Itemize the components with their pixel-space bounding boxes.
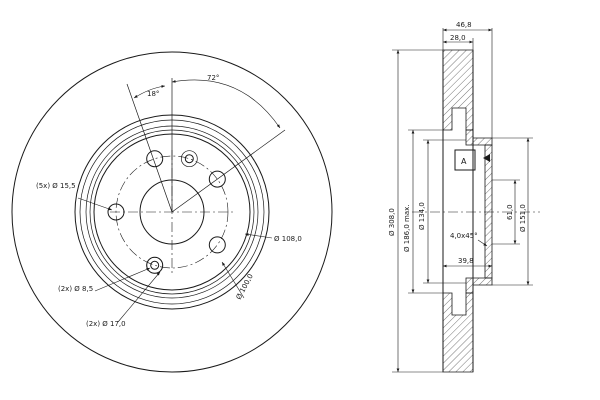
upper-hat-wall-section bbox=[465, 129, 493, 146]
pin-holes-large-label: (2x) Ø 17,0 bbox=[86, 320, 126, 328]
hat-face-section bbox=[484, 144, 493, 279]
pin-hole-counterbore bbox=[146, 256, 164, 274]
angle-ref-line-left bbox=[126, 83, 173, 213]
bolt-holes-label: (5x) Ø 15,5 bbox=[36, 182, 76, 190]
pin-hole bbox=[184, 154, 194, 164]
section-outline bbox=[442, 50, 474, 372]
datum-box bbox=[454, 149, 476, 171]
bolt-hole bbox=[146, 150, 164, 168]
friction-inner-label: Ø 186,0 max. bbox=[403, 205, 411, 252]
angle-small-label: 18° bbox=[147, 90, 159, 98]
datum-label: A bbox=[461, 157, 467, 166]
pcd-leader bbox=[221, 261, 245, 299]
hub-diameter-leader bbox=[244, 233, 273, 239]
bore-depth-label: 61,0 bbox=[506, 204, 514, 220]
front-view: 18° 72° (5x) Ø 15,5 (2x) Ø 8,5 (2x) Ø 17… bbox=[11, 51, 333, 373]
pin-hole-large-leader bbox=[117, 271, 161, 323]
pin-hole bbox=[150, 260, 160, 270]
pin-holes bbox=[146, 150, 198, 274]
disc-thickness-label: 28,0 bbox=[450, 34, 466, 42]
outer-diameter-label: Ø 308,0 bbox=[388, 208, 396, 236]
bolt-hole-leader bbox=[77, 197, 113, 211]
disc-outer-edge bbox=[11, 51, 333, 373]
pin-holes-label: (2x) Ø 8,5 bbox=[58, 285, 93, 293]
chamfer-label: 4,0x45° bbox=[450, 232, 478, 240]
angle-ref-line-right bbox=[171, 129, 286, 213]
total-width-label: 46,8 bbox=[456, 21, 472, 29]
pin-hole-counterbore bbox=[180, 150, 198, 168]
bolt-hole bbox=[107, 203, 125, 221]
lower-friction-ring-section bbox=[442, 292, 474, 373]
bore-diameter-label: Ø 151,0 bbox=[519, 204, 527, 232]
angle-arc-72 bbox=[171, 79, 281, 129]
pin-hole-leader bbox=[94, 267, 151, 292]
angle-arc-18 bbox=[133, 85, 166, 99]
hub-diameter-label: Ø 108,0 bbox=[274, 235, 302, 243]
chamfer-leader bbox=[477, 239, 488, 247]
lower-hat-wall-section bbox=[465, 277, 493, 294]
bolt-hole bbox=[208, 170, 226, 188]
upper-friction-ring-section bbox=[442, 49, 474, 131]
datum-triangle bbox=[483, 154, 490, 162]
hat-diameter-label: Ø 134,0 bbox=[418, 202, 426, 230]
hat-height-label: 39,8 bbox=[458, 257, 474, 265]
angle-large-label: 72° bbox=[207, 74, 219, 82]
bolt-hole bbox=[208, 236, 226, 254]
section-view: A 46,8 28,0 Ø 308,0 Ø 186,0 max. Ø 134,0… bbox=[388, 21, 540, 373]
pcd-label: Ø 100,0 bbox=[235, 273, 255, 301]
